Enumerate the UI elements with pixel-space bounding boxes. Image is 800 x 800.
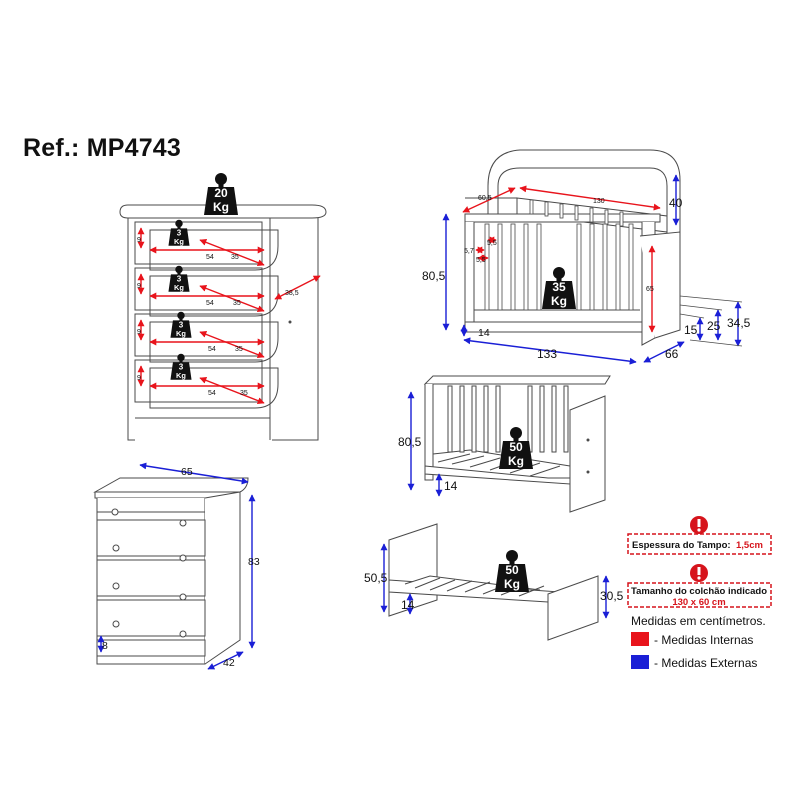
mini-bed-labels: 50,5 14 30,5 [364,571,624,612]
mini-bed-view [388,523,599,641]
svg-text:5,5: 5,5 [476,257,486,264]
svg-text:8: 8 [102,640,108,652]
svg-text:42: 42 [223,657,235,669]
crib-leader-lines [679,295,743,347]
svg-text:35: 35 [235,346,243,353]
svg-text:Kg: Kg [213,200,229,214]
mini-sofa-labels: 80,5 14 [398,435,458,493]
svg-text:30,5: 30,5 [600,589,624,603]
weight-icon: 50 Kg [499,427,533,469]
mini-bed-dimensions [380,543,610,619]
reference-title: Ref.: MP4743 [23,134,182,162]
crib-internal-dimensions [462,185,661,333]
svg-text:35: 35 [240,390,248,397]
weight-icon: 3 Kg [168,219,190,246]
crib-view [464,149,681,346]
svg-text:14: 14 [444,479,458,493]
svg-text:35: 35 [231,254,239,261]
svg-text:15: 15 [684,323,698,337]
svg-text:Kg: Kg [504,577,520,591]
svg-text:130: 130 [593,198,605,205]
weight-icon: 35 Kg [542,267,576,309]
svg-text:- Medidas Internas: - Medidas Internas [654,633,753,647]
svg-text:3: 3 [177,228,182,237]
mattress-note: Tamanho do colchão indicado 130 x 60 cm [627,564,772,608]
svg-text:54: 54 [208,346,216,353]
svg-text:20: 20 [214,186,228,200]
svg-text:5,7: 5,7 [464,248,474,255]
dresser-external-dimensions [97,462,256,670]
weight-icon: 20 Kg [204,173,238,215]
svg-text:Espessura do Tampo:: Espessura do Tampo: [632,540,731,551]
svg-text:9: 9 [137,237,141,244]
crib-slats [484,199,634,311]
mini-sofa-view [423,375,611,513]
crib-labels: 130 60,5 5,7 5,5 5,5 65 40 80,5 133 66 1… [422,195,751,361]
svg-text:65: 65 [181,466,193,478]
dresser-internal-dimensions [137,227,321,404]
svg-text:83: 83 [248,556,260,568]
top-thickness-note: Espessura do Tampo: 1,5cm [627,516,772,555]
weight-icon: 3 Kg [170,311,192,338]
svg-text:60,5: 60,5 [478,195,492,202]
svg-text:34,5: 34,5 [727,316,751,330]
svg-text:40: 40 [669,196,683,210]
weight-icon: 3 Kg [170,353,192,380]
svg-text:50: 50 [505,563,519,577]
svg-text:- Medidas Externas: - Medidas Externas [654,656,757,670]
svg-text:35: 35 [233,300,241,307]
blue-square-swatch [631,655,649,669]
svg-text:80,5: 80,5 [398,435,422,449]
svg-text:Kg: Kg [176,371,186,380]
svg-text:Tamanho do colchão indicado: Tamanho do colchão indicado [631,586,767,597]
crib-external-dimensions [442,174,742,365]
legend-internal: - Medidas Internas [631,632,753,647]
dresser-drawer-knobs [111,508,187,638]
svg-text:Kg: Kg [176,329,186,338]
svg-text:35: 35 [552,280,566,294]
svg-text:3: 3 [179,320,184,329]
weight-icon: 50 Kg [495,550,529,592]
svg-text:9: 9 [137,329,141,336]
svg-text:38,5: 38,5 [285,290,299,297]
svg-text:5,5: 5,5 [487,240,497,247]
svg-text:25: 25 [707,319,721,333]
svg-text:50: 50 [509,440,523,454]
red-square-swatch [631,632,649,646]
svg-text:54: 54 [206,300,214,307]
svg-text:50,5: 50,5 [364,571,388,585]
svg-text:9: 9 [137,375,141,382]
svg-text:133: 133 [537,347,557,361]
dresser-external-labels: 65 83 42 8 [102,466,260,669]
svg-text:Kg: Kg [174,237,184,246]
legend-external: - Medidas Externas [631,655,757,670]
svg-text:130 x 60 cm: 130 x 60 cm [672,597,725,608]
dresser-internal-view [119,204,327,441]
svg-text:65: 65 [646,286,654,293]
svg-text:Kg: Kg [551,294,567,308]
mini-sofa-dimensions [407,391,443,497]
svg-text:3: 3 [177,274,182,283]
svg-text:80,5: 80,5 [422,269,446,283]
svg-text:54: 54 [206,254,214,261]
svg-text:54: 54 [208,390,216,397]
dresser-internal-labels: 9 9 9 9 54 54 54 54 35 35 35 35 38,5 [137,237,299,397]
svg-text:3: 3 [179,362,184,371]
svg-text:9: 9 [137,283,141,290]
svg-text:66: 66 [665,347,679,361]
svg-text:Kg: Kg [508,454,524,468]
svg-text:Kg: Kg [174,283,184,292]
weight-icon: 3 Kg [168,265,190,292]
units-note: Medidas em centímetros. [631,614,766,628]
exclamation-warning-icon [690,516,708,534]
svg-text:14: 14 [478,327,490,339]
svg-text:1,5cm: 1,5cm [736,540,763,551]
svg-text:14: 14 [401,598,415,612]
exclamation-warning-icon [690,564,708,582]
dresser-external-view [93,477,249,665]
